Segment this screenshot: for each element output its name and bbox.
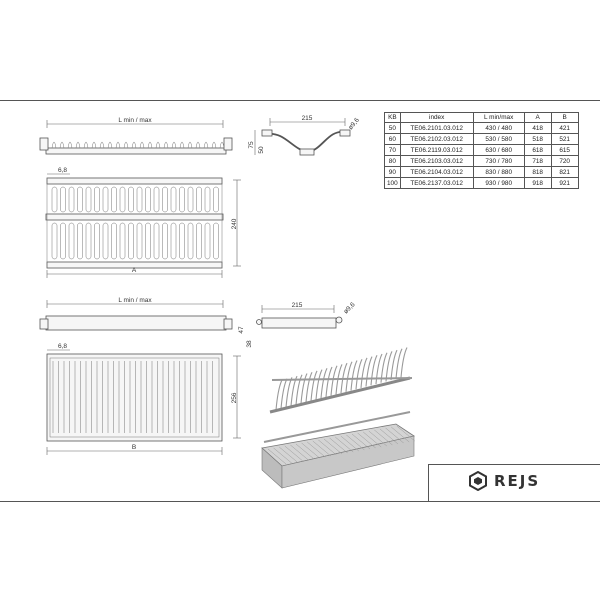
tray-section: 215 ø9,6 47 38 — [238, 301, 357, 348]
col-header-index: index — [399, 112, 474, 123]
tray-side-view — [39, 315, 233, 331]
table-cell: 730 / 780 — [472, 155, 525, 167]
rack-top-wire-section: 215 75 50 ø9,6 — [248, 115, 361, 156]
tray-plan-view — [46, 353, 223, 442]
table-cell: 720 — [550, 155, 579, 167]
rack-top-side-view — [39, 137, 233, 155]
table-cell: 421 — [550, 122, 579, 134]
table-cell: 80 — [384, 155, 401, 167]
table-cell: 821 — [550, 166, 579, 178]
brand-logo: REJS — [468, 471, 540, 491]
table-cell: 918 — [523, 177, 552, 189]
table-header-row: KB index L min/max A B — [384, 112, 579, 123]
table-cell: TE06.2103.03.012 — [399, 155, 474, 167]
table-cell: 921 — [550, 177, 579, 189]
sheet-frame — [0, 100, 600, 502]
table-cell: 630 / 680 — [472, 144, 525, 156]
table-cell: 430 / 480 — [472, 122, 525, 134]
col-header-kb: KB — [384, 112, 401, 123]
dim-label-47: 47 — [238, 326, 245, 334]
table-cell: TE06.2104.03.012 — [399, 166, 474, 178]
dim-label-phi-bottom: ø9,6 — [342, 301, 356, 315]
table-cell: TE06.2119.03.012 — [399, 144, 474, 156]
product-render — [261, 347, 415, 489]
table-cell: 530 / 580 — [472, 133, 525, 145]
table-cell: 618 — [523, 144, 552, 156]
dim-label-phi-top: ø9,6 — [347, 117, 361, 132]
dim-label-lminmax-top: L min / max — [118, 117, 152, 124]
table-cell: 60 — [384, 133, 401, 145]
table-cell: TE06.2137.03.012 — [399, 177, 474, 189]
table-cell: 830 / 880 — [472, 166, 525, 178]
table-cell: 70 — [384, 144, 401, 156]
dim-label-240: 240 — [231, 218, 238, 229]
dim-label-B: B — [132, 444, 136, 451]
dim-label-75: 75 — [248, 141, 255, 149]
table-cell: TE06.2102.03.012 — [399, 133, 474, 145]
table-cell: 521 — [550, 133, 579, 145]
dim-label-A: A — [132, 267, 137, 274]
dim-label-215-top: 215 — [302, 115, 313, 122]
table-cell: 100 — [384, 177, 401, 189]
table-cell: 418 — [523, 122, 552, 134]
hexagon-logo-icon — [469, 471, 487, 491]
table-cell: 90 — [384, 166, 401, 178]
col-header-b: B — [550, 112, 579, 123]
dim-label-215-bottom: 215 — [292, 302, 303, 309]
table-cell: TE06.2101.03.012 — [399, 122, 474, 134]
logo-box — [428, 464, 600, 501]
dim-label-lminmax-bottom: L min / max — [118, 297, 152, 304]
table-cell: 518 — [523, 133, 552, 145]
table-cell: 818 — [523, 166, 552, 178]
table-cell: 50 — [384, 122, 401, 134]
dim-label-38: 38 — [246, 340, 253, 348]
dim-label-256: 256 — [231, 392, 238, 403]
dim-label-6-8-top: 6,8 — [58, 167, 67, 174]
table-cell: 615 — [550, 144, 579, 156]
col-header-a: A — [523, 112, 552, 123]
brand-name: REJS — [494, 472, 541, 490]
rack-top-plan-view — [45, 177, 224, 269]
dim-label-6-8-bottom: 6,8 — [58, 343, 67, 350]
table-cell: 718 — [523, 155, 552, 167]
dim-label-50: 50 — [258, 146, 265, 154]
col-header-lminmax: L min/max — [472, 112, 525, 123]
table-cell: 930 / 980 — [472, 177, 525, 189]
